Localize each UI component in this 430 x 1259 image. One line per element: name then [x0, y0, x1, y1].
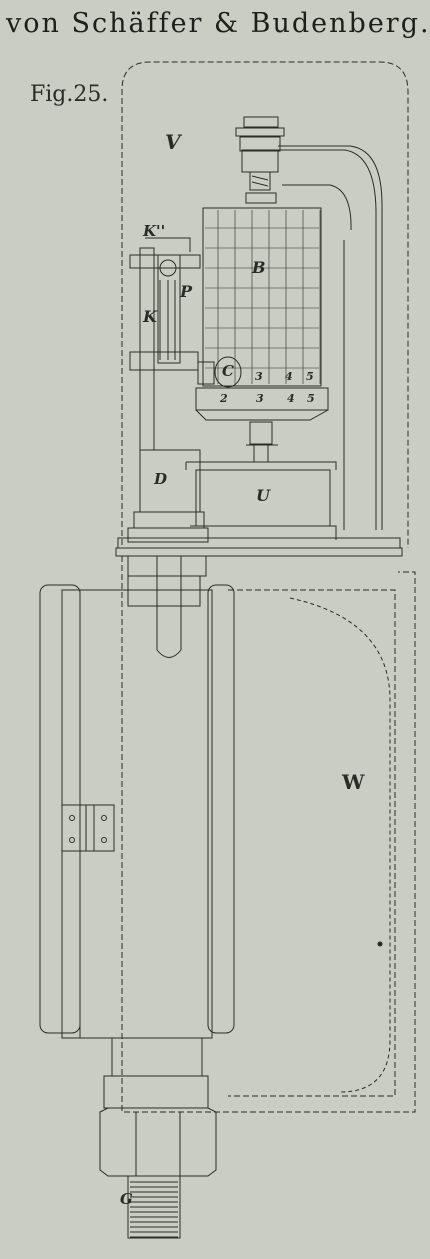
scale-bottom-1: 2 — [220, 392, 228, 405]
column-d — [139, 449, 201, 513]
scale-bottom-2: 3 — [256, 392, 264, 405]
scale-bottom-4: 5 — [307, 392, 315, 405]
hex-nut — [99, 1107, 217, 1177]
scale-top-1: 3 — [255, 370, 263, 383]
lower-neck — [111, 1037, 203, 1077]
bracket-arm — [278, 149, 377, 530]
label-b: B — [252, 258, 266, 277]
screw-housing — [241, 149, 279, 173]
label-p: P — [180, 282, 193, 301]
pen-post — [139, 247, 155, 451]
housing-outline — [121, 61, 409, 548]
label-k: K — [143, 307, 157, 326]
scale-top-3: 5 — [306, 370, 314, 383]
clamp-c — [197, 361, 215, 385]
top-knob — [243, 116, 279, 128]
label-g: G — [120, 1190, 133, 1208]
label-d: D — [154, 470, 168, 488]
scale-ring — [195, 387, 329, 411]
label-u: U — [256, 486, 270, 505]
plate-header: von Schäffer & Budenberg. — [6, 8, 430, 39]
figure-label: Fig.25. — [30, 82, 109, 107]
drum-b — [202, 207, 322, 387]
label-v: V — [165, 130, 181, 154]
base-plate — [117, 537, 401, 549]
case-dashed-outline — [121, 556, 416, 1113]
label-w: W — [342, 770, 365, 794]
hinge — [61, 804, 115, 852]
drum-grid — [205, 210, 321, 384]
inner-case-outline — [228, 589, 396, 1097]
thread — [127, 1175, 181, 1239]
scale-top-2: 4 — [285, 370, 293, 383]
inner-case-curve — [289, 597, 391, 1093]
bourdon-tube — [156, 556, 182, 658]
scale-bottom-3: 4 — [287, 392, 295, 405]
label-k2: K'' — [143, 222, 166, 240]
gauge-case — [39, 584, 81, 1034]
label-c: C — [222, 362, 234, 380]
